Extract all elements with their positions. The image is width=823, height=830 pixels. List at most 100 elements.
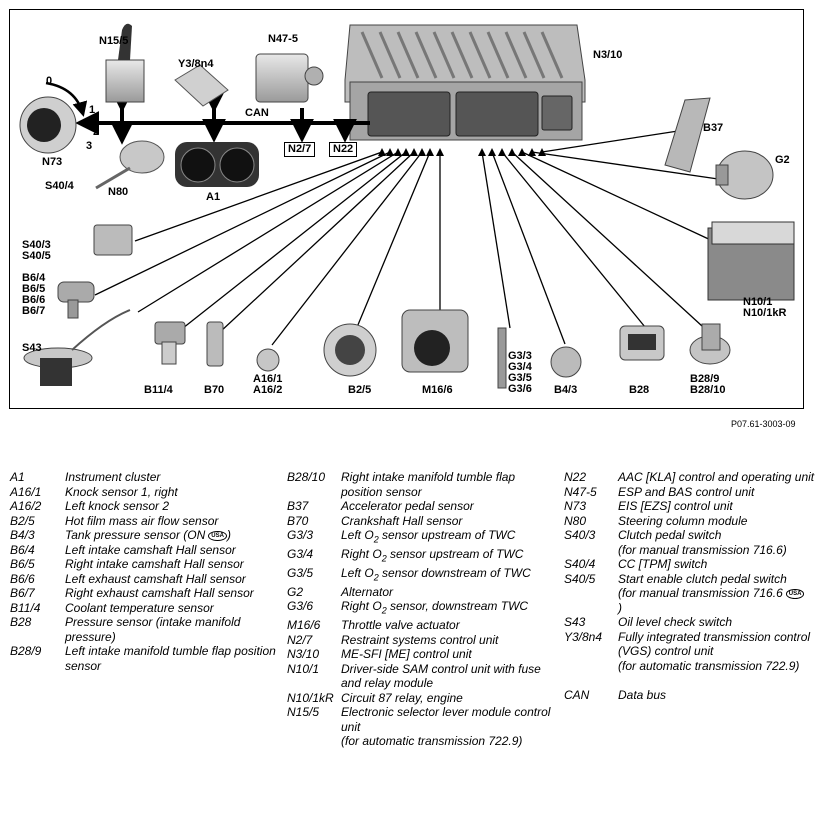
legend-description: Left O2 sensor upstream of TWC — [341, 528, 557, 547]
legend-description: Hot film mass air flow sensor — [65, 514, 280, 529]
label-s40-4: S40/4 — [45, 180, 74, 192]
label-n22: N22 — [329, 142, 358, 157]
legend-code: N3/10 — [287, 647, 320, 662]
key-position-3: 3 — [86, 140, 93, 152]
o2-sensor-g3 — [497, 327, 507, 389]
pressure-sensor-b28 — [619, 325, 665, 361]
legend-description: Start enable clutch pedal switch (for ma… — [618, 572, 820, 616]
legend-description: Knock sensor 1, right — [65, 485, 280, 500]
legend-code: N15/5 — [287, 705, 320, 720]
legend-code: B11/4 — [10, 600, 41, 615]
label-g3: G3/3 G3/4 G3/5 G3/6 — [508, 350, 532, 395]
legend-text: Coolant temperature sensor — [65, 600, 214, 615]
legend-text: CC [TPM] switch — [618, 557, 708, 571]
legend-code: N22 — [564, 470, 587, 484]
legend-code: S40/3 — [564, 528, 596, 542]
legend-description: Right intake camshaft Hall sensor — [65, 557, 280, 572]
legend-code: B6/5 — [10, 557, 35, 571]
legend-text: EIS [EZS] control unit — [618, 499, 733, 513]
legend-code: A16/2 — [10, 499, 42, 513]
legend-description: Circuit 87 relay, engine — [341, 691, 557, 706]
label-b4-3: B4/3 — [554, 384, 578, 396]
legend-description: Left knock sensor 2 — [65, 499, 280, 514]
legend-text: Steering column module — [618, 513, 748, 528]
subscript: 2 — [381, 605, 387, 616]
legend-text: Oil level check switch — [618, 615, 733, 629]
legend-text: ESP and BAS control unit — [618, 484, 755, 499]
pedal-sensor-b37 — [664, 97, 711, 173]
legend-text: Left knock sensor 2 — [65, 499, 170, 513]
legend-description: Driver-side SAM control unit with fuse a… — [341, 662, 557, 691]
legend-description — [618, 673, 820, 688]
legend-description: Coolant temperature sensor — [65, 601, 280, 616]
legend-description: AAC [KLA] control and operating unit — [618, 470, 820, 485]
legend-text: Right O — [341, 599, 382, 614]
legend-code: G2 — [287, 584, 304, 599]
legend-description: Steering column module — [618, 514, 820, 529]
legend-code: B6/7 — [10, 586, 35, 600]
legend-text: Pressure sensor (intake manifold pressur… — [65, 615, 241, 644]
can-bus — [75, 88, 370, 145]
legend-code: B4/3 — [10, 528, 35, 542]
throttle-actuator-m16-6 — [401, 309, 469, 373]
legend-text: Throttle valve actuator — [341, 618, 460, 633]
legend-description: Right intake manifold tumble flap positi… — [341, 470, 557, 499]
legend-description: ME-SFI [ME] control unit — [341, 647, 557, 662]
legend-description: Electronic selector lever module control… — [341, 705, 557, 749]
label-b2-5: B2/5 — [348, 384, 372, 396]
legend-text: ME-SFI [ME] control unit — [341, 647, 472, 662]
legend-description: Restraint systems control unit — [341, 633, 557, 648]
legend-description: Throttle valve actuator — [341, 618, 557, 633]
legend-code — [564, 673, 618, 688]
legend-text: Clutch pedal switch (for manual transmis… — [618, 528, 787, 557]
label-s43: S43 — [22, 342, 42, 354]
tumble-flap-sensor-b28-9 — [689, 323, 731, 365]
legend-description: CC [TPM] switch — [618, 557, 820, 572]
sensor-wires — [94, 130, 726, 346]
legend-text: Instrument cluster — [65, 470, 161, 484]
legend-text: Left O — [341, 528, 374, 542]
legend-text: Hot film mass air flow sensor — [65, 513, 219, 528]
label-n3-10: N3/10 — [593, 49, 623, 61]
label-n15-5: N15/5 — [99, 35, 129, 47]
wire-arrowheads — [378, 148, 546, 156]
legend-code: A16/1 — [10, 484, 42, 499]
legend-code: M16/6 — [287, 618, 321, 633]
vgs-unit-y3-8n4 — [174, 64, 229, 107]
legend-code: B6/4 — [10, 542, 35, 557]
subscript: 2 — [373, 572, 379, 583]
label-n2-7: N2/7 — [284, 142, 316, 157]
ecu-n3-10 — [344, 24, 586, 141]
label-b28: B28 — [629, 384, 650, 396]
legend-description: Oil level check switch — [618, 615, 820, 630]
alternator-g2 — [715, 150, 774, 200]
diagram-graphics — [19, 23, 795, 389]
subscript: 2 — [373, 534, 379, 545]
legend-text: Tank pressure sensor (ON — [65, 528, 206, 542]
camshaft-sensor-b6 — [57, 281, 95, 319]
key-position-0: 0 — [46, 75, 53, 87]
legend-description: Data bus — [618, 688, 820, 703]
wiring-diagram: N15/5 Y3/8n4 N47-5 N3/10 B37 G2 CAN N2/7… — [9, 9, 804, 409]
legend-row: N22 AAC [KLA] control and operating unit — [564, 470, 820, 485]
legend-code: G3/6 — [287, 599, 314, 614]
label-b37: B37 — [703, 122, 724, 134]
selector-lever-n15-5 — [105, 23, 145, 103]
legend-text: Left exhaust camshaft Hall sensor — [65, 571, 246, 586]
label-n73: N73 — [42, 156, 63, 168]
steering-module-n80 — [95, 140, 165, 190]
